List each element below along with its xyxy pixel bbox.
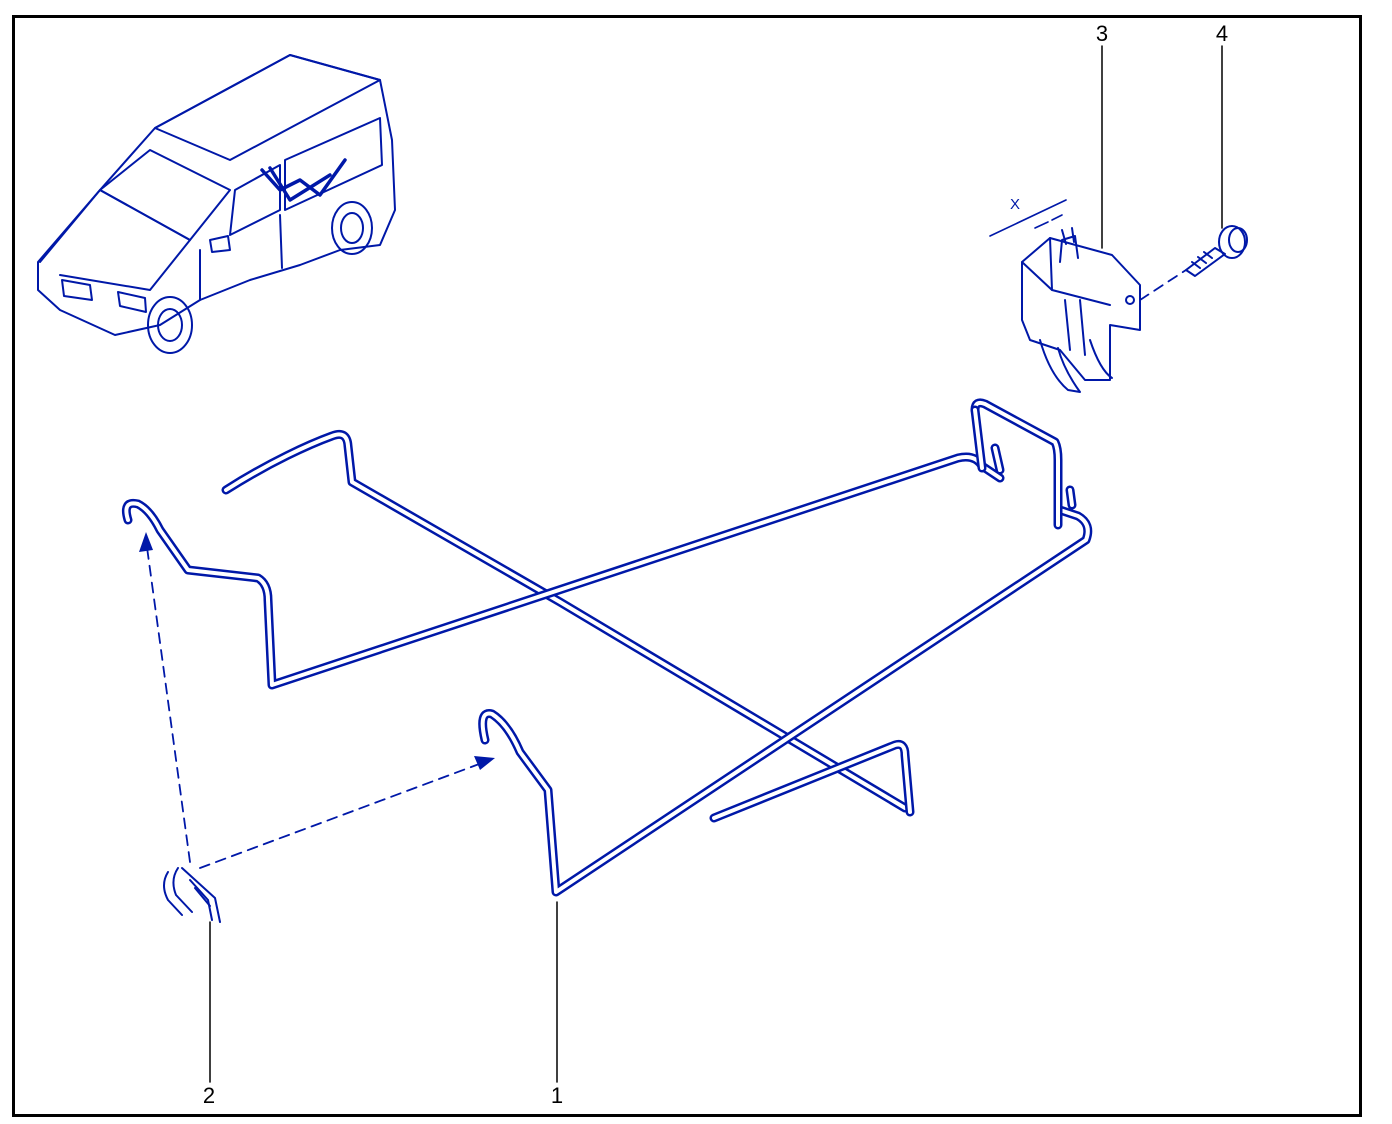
assembly-arrowheads	[139, 532, 495, 770]
rodE3-inner	[993, 446, 1002, 472]
part-1-rod-assembly	[121, 398, 1093, 897]
part-4-screw	[1185, 225, 1248, 277]
part-3-fixing-bracket	[1021, 227, 1141, 393]
rodA-inner	[224, 432, 907, 810]
rodC-inner	[480, 508, 1090, 894]
dimension-x-marker	[989, 199, 1067, 237]
callout-1: 1	[550, 1083, 564, 1108]
rodB-inner	[124, 455, 1002, 687]
callout-4: 4	[1215, 21, 1229, 46]
vehicle-location-sketch	[37, 54, 396, 354]
rodE2-inner	[973, 408, 984, 470]
rodE4-inner	[1068, 488, 1074, 507]
callout-leaders	[209, 45, 1223, 1083]
diagram-frame	[12, 15, 1362, 1117]
rodD-inner	[712, 742, 912, 820]
assembly-guide-lines	[145, 269, 1187, 869]
part-2-clip	[163, 867, 221, 923]
dimension-x-label: X	[1010, 196, 1021, 213]
callout-3: 3	[1095, 21, 1109, 46]
rodE-inner	[973, 400, 1060, 527]
callout-2: 2	[202, 1083, 216, 1108]
